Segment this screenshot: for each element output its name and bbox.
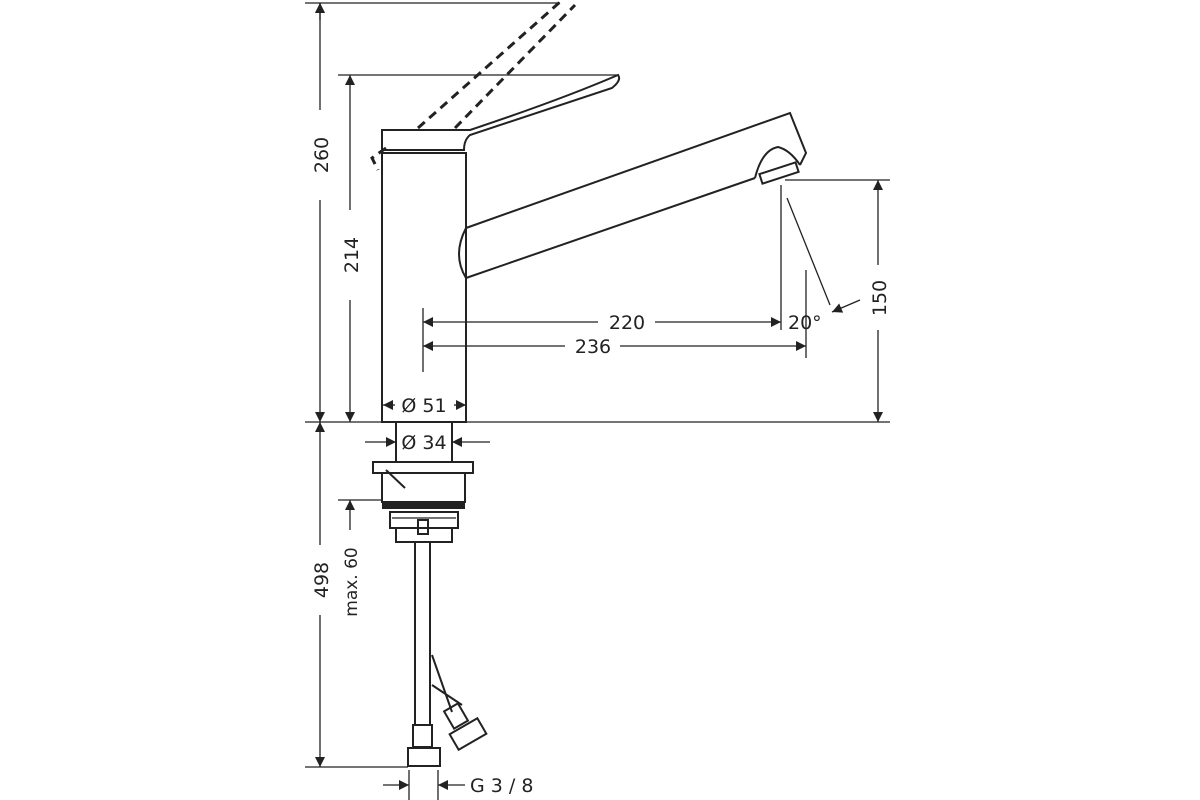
svg-text:G 3 / 8: G 3 / 8 [470, 775, 533, 797]
supply-pipe [414, 542, 431, 725]
dimension-diameter-34: Ø 34 [365, 432, 490, 454]
svg-text:max. 60: max. 60 [342, 547, 362, 616]
dimension-g38-thread: G 3 / 8 [383, 775, 533, 797]
faucet-outline [370, 0, 808, 767]
lever-handle [381, 73, 621, 151]
spout [465, 111, 808, 229]
svg-text:260: 260 [311, 137, 333, 173]
dimension-220: 220 [423, 312, 781, 334]
svg-text:Ø 34: Ø 34 [401, 432, 446, 454]
dimension-max-60: max. 60 [342, 500, 362, 617]
pipe-fitting [407, 747, 441, 767]
svg-text:150: 150 [869, 280, 891, 316]
svg-text:236: 236 [575, 336, 611, 358]
faucet-body [381, 152, 467, 423]
supply-hose [431, 654, 463, 713]
dimension-diameter-51: Ø 51 [383, 395, 466, 417]
dimension-498: 498 [311, 422, 333, 767]
svg-text:220: 220 [609, 312, 645, 334]
dimension-236: 236 [423, 336, 806, 358]
svg-text:214: 214 [341, 237, 363, 273]
lever-alt-position [417, 0, 561, 130]
svg-text:20°: 20° [788, 312, 822, 334]
dimension-150: 150 [869, 180, 891, 422]
dimension-214: 214 [341, 75, 363, 422]
dimension-angle-20: 20° [788, 299, 861, 334]
extension-lines [305, 2, 890, 800]
dimension-260: 260 [311, 3, 333, 422]
svg-text:Ø 51: Ø 51 [401, 395, 446, 417]
svg-text:498: 498 [311, 562, 333, 598]
aerator [754, 145, 801, 179]
